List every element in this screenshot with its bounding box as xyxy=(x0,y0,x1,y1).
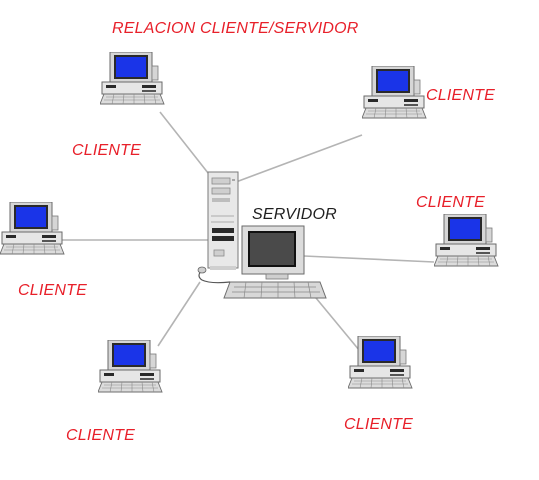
desktop-computer-icon xyxy=(98,340,163,393)
desktop-computer-icon xyxy=(434,214,499,267)
client-computer-bottom-right xyxy=(348,336,414,392)
client-label: CLIENTE xyxy=(72,142,141,159)
desktop-computer-icon xyxy=(348,336,413,389)
desktop-computer-icon xyxy=(100,52,165,105)
desktop-computer-icon xyxy=(362,66,427,119)
link-bottom-right xyxy=(315,297,365,357)
client-computer-top-right xyxy=(362,66,428,122)
desktop-computer-icon xyxy=(0,202,65,255)
client-label: CLIENTE xyxy=(18,282,87,299)
client-label: CLIENTE xyxy=(344,416,413,433)
client-computer-top-left xyxy=(100,52,166,108)
link-top-right xyxy=(235,134,363,183)
server-label: SERVIDOR xyxy=(252,206,337,223)
client-label: CLIENTE xyxy=(416,194,485,211)
link-bottom-left xyxy=(157,281,201,347)
link-right xyxy=(303,255,435,263)
server-tower-icon xyxy=(197,171,327,299)
client-computer-left xyxy=(0,202,66,258)
client-label: CLIENTE xyxy=(66,427,135,444)
client-computer-bottom-left xyxy=(98,340,164,396)
client-computer-right xyxy=(434,214,500,270)
diagram-title: RELACION CLIENTE/SERVIDOR xyxy=(112,20,359,37)
client-label: CLIENTE xyxy=(426,87,495,104)
server-computer xyxy=(196,170,328,302)
link-top-left xyxy=(159,111,213,179)
